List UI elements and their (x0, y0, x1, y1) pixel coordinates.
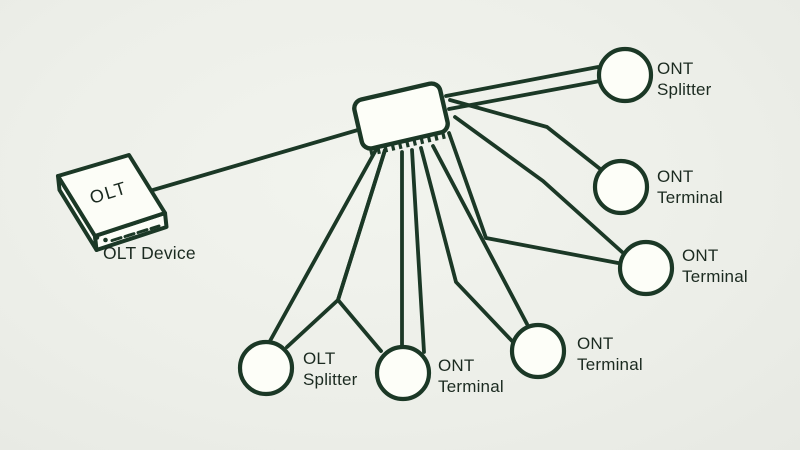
edge-splitter-to-ont-splitter-b (447, 79, 602, 111)
edge-olt-to-splitter (151, 125, 370, 192)
ont-terminal-4-circle (509, 322, 567, 380)
node-ont-terminal-4: ONT Terminal (509, 322, 643, 380)
node-ont-terminal-2: ONT Terminal (617, 239, 748, 297)
olt-splitter-circle (237, 339, 295, 397)
node-ont-terminal-3: ONT Terminal (374, 344, 504, 402)
olt-splitter-label: OLT Splitter (303, 349, 358, 389)
ont-terminal-4-label: ONT Terminal (577, 334, 643, 374)
edge-splitter-to-olt-splitter-a (268, 146, 379, 343)
edge-splitter-to-ont-terminal-3-c (410, 148, 426, 354)
central-splitter-chip-icon (352, 81, 450, 156)
node-ont-splitter: ONT Splitter (596, 46, 712, 104)
ont-terminal-3-label: ONT Terminal (438, 356, 504, 396)
edge-splitter-to-ont-terminal-3-a (336, 148, 387, 353)
edge-splitter-to-ont-terminal-1 (448, 98, 606, 174)
olt-device-caption: OLT Device (103, 243, 196, 263)
olt-device-led-dot (103, 237, 108, 243)
olt-device-box: OLT (56, 153, 169, 252)
edge-group (151, 65, 624, 354)
olt-device-ports (110, 224, 161, 242)
ont-terminal-2-label: ONT Terminal (682, 246, 748, 286)
edge-splitter-to-ont-terminal-2-b (447, 131, 620, 265)
ont-terminal-3-circle (374, 344, 432, 402)
splitter-chip-body (352, 81, 450, 151)
ont-splitter-circle (596, 46, 654, 104)
edge-splitter-to-ont-splitter-a (444, 65, 600, 98)
olt-device-led-dot (94, 235, 100, 240)
ont-splitter-label: ONT Splitter (657, 59, 712, 99)
ont-terminal-1-label: ONT Terminal (657, 167, 723, 207)
node-olt-splitter: OLT Splitter (237, 339, 358, 397)
edge-splitter-to-ont-terminal-2-a (453, 115, 624, 254)
edge-splitter-to-olt-splitter-b (285, 148, 387, 349)
ont-terminal-1-circle (592, 158, 650, 216)
edge-splitter-to-ont-terminal-4-a (419, 146, 514, 343)
olt-device-top-face (56, 153, 167, 238)
edge-splitter-to-ont-terminal-4-b (431, 144, 529, 326)
ont-terminal-2-circle (617, 239, 675, 297)
splitter-chip-pins (368, 130, 446, 156)
node-ont-terminal-1: ONT Terminal (592, 158, 723, 216)
